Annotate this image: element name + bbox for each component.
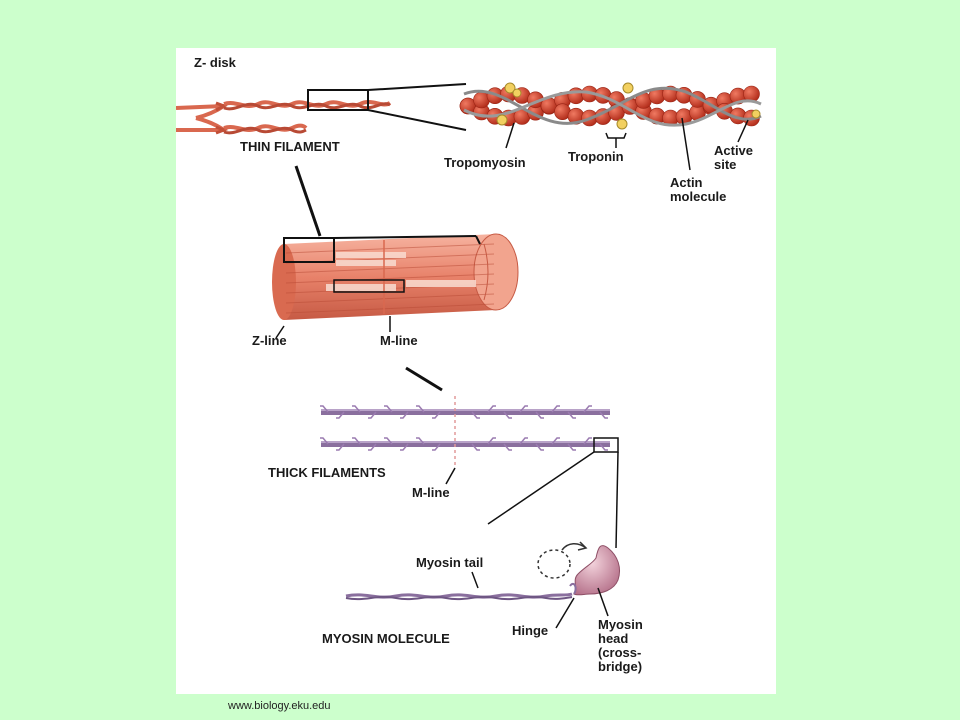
label-thick-filaments: THICK FILAMENTS: [268, 465, 386, 480]
label-myosin-tail: Myosin tail: [416, 555, 484, 570]
actin-helix-enlarged: [459, 82, 762, 130]
label-actin-molecule: Actin molecule: [670, 175, 727, 204]
label-troponin: Troponin: [568, 149, 624, 164]
thin-filament-strand-lower: [223, 123, 308, 135]
label-myosin-head: Myosin head (cross-bridge): [598, 617, 643, 674]
label-z-disk: Z- disk: [194, 55, 236, 70]
label-tropomyosin: Tropomyosin: [444, 155, 526, 170]
label-active-site: Active site: [714, 143, 754, 172]
muscle-filament-diagram: [176, 82, 762, 629]
label-hinge: Hinge: [512, 623, 549, 638]
thick-filament-lower: [320, 437, 610, 451]
label-thin-filament: THIN FILAMENT: [240, 139, 340, 154]
fiber-zoom-box: [283, 237, 335, 263]
z-disk-shape: [176, 101, 229, 135]
label-m-line-bottom: M-line: [412, 485, 450, 500]
myosin-head-alternate-position: [537, 541, 588, 579]
label-m-line-top: M-line: [380, 333, 418, 348]
diagram-panel: Z- disk THIN FILAMENT Tropomyosin Tropon…: [176, 48, 776, 694]
label-myosin-molecule: MYOSIN MOLECULE: [322, 631, 450, 646]
label-z-line: Z-line: [252, 333, 287, 348]
myosin-tail-shape: [345, 592, 573, 601]
thick-filament-zoom-box: [593, 437, 619, 453]
myosin-head-shape: [569, 545, 621, 596]
troponin-complexes: [496, 82, 761, 130]
muscle-fiber-cylinder: [272, 233, 519, 320]
thick-filament-upper: [320, 405, 610, 419]
source-credit: www.biology.eku.edu: [228, 700, 331, 712]
thin-filament-zoom-box: [307, 89, 369, 111]
